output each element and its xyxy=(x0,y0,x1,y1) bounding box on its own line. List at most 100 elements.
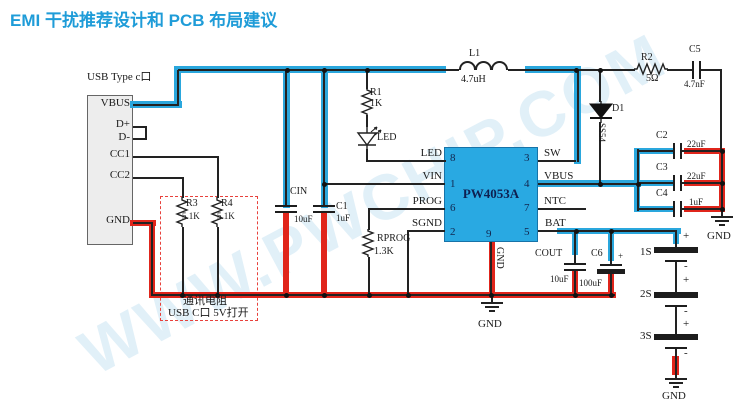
wire-segment xyxy=(639,150,673,152)
wire-segment xyxy=(721,211,723,216)
component-plate xyxy=(665,347,687,349)
value-c5: 4.7nF xyxy=(684,79,705,89)
label-r3: R3 xyxy=(186,198,198,209)
wire-segment xyxy=(574,231,576,263)
resistor-rprog-symbol xyxy=(361,229,375,262)
component-plate xyxy=(665,260,687,262)
chip-pin-number-9: 9 xyxy=(486,228,492,240)
wire-segment xyxy=(407,230,445,232)
component-plate xyxy=(673,143,675,159)
junction-dot xyxy=(609,293,614,298)
value-c2: 22uF xyxy=(687,139,706,149)
label-r1: R1 xyxy=(370,87,382,98)
component-plate xyxy=(692,61,694,79)
battery-plus-3: + xyxy=(683,318,690,330)
wire-segment xyxy=(675,231,677,247)
inductor-coil-hump xyxy=(459,61,476,70)
label-c1: C1 xyxy=(336,201,348,212)
wire-segment xyxy=(133,126,147,128)
ground-symbol-line xyxy=(715,220,729,222)
label-c2: C2 xyxy=(656,130,668,141)
wire-segment xyxy=(577,70,579,162)
pin-label-sgnd: SGND xyxy=(412,217,442,229)
usb-pin-dplus: D+ xyxy=(115,118,130,130)
wire-segment xyxy=(639,208,673,210)
junction-dot xyxy=(284,293,289,298)
resistor-r1-symbol xyxy=(360,88,374,121)
wire-segment xyxy=(177,70,179,106)
value-c6: 100uF xyxy=(579,278,603,288)
value-r2: 5Ω xyxy=(646,73,659,84)
wire-segment xyxy=(721,149,723,212)
battery-plus-2: + xyxy=(683,274,690,286)
chip-body-pw4053a xyxy=(444,147,538,242)
chip-pin-number-2: 2 xyxy=(450,226,456,238)
junction-dot xyxy=(180,293,185,298)
value-rprog: 1.3K xyxy=(374,246,394,257)
wire-segment xyxy=(610,273,612,296)
junction-dot xyxy=(489,293,494,298)
usb-pin-dminus: D- xyxy=(118,131,130,143)
junction-dot xyxy=(322,293,327,298)
usb-connector-label: USB Type c口 xyxy=(87,71,152,83)
label-c4: C4 xyxy=(656,188,668,199)
wire-segment xyxy=(145,126,147,140)
wire-segment xyxy=(490,242,492,294)
wire-segment xyxy=(324,183,445,185)
wire-segment xyxy=(133,138,147,140)
label-c5: C5 xyxy=(689,44,701,55)
polarity-c6: + xyxy=(618,251,624,261)
wire-segment xyxy=(217,156,219,198)
ground-symbol-line xyxy=(673,386,679,388)
component-plate xyxy=(654,334,698,340)
component-plate xyxy=(600,264,622,266)
wire-segment xyxy=(538,230,677,232)
wire-segment xyxy=(133,104,179,106)
pin-label-ntc: NTC xyxy=(544,195,566,207)
wire-segment xyxy=(407,230,409,294)
label-r2: R2 xyxy=(641,52,653,63)
battery-cell-2s-label: 2S xyxy=(640,288,652,300)
label-d1: D1 xyxy=(612,103,625,114)
diode-d1-symbol xyxy=(588,101,614,128)
wire-segment xyxy=(682,182,721,184)
comm-resistor-dashed-box xyxy=(160,196,258,321)
pin-label-prog: PROG xyxy=(412,195,442,207)
wire-segment xyxy=(366,160,446,162)
battery-minus-1: - xyxy=(684,260,688,272)
battery-minus-2: - xyxy=(684,305,688,317)
junction-dot xyxy=(406,293,411,298)
junction-dot xyxy=(573,293,578,298)
battery-cell-1s-label: 1S xyxy=(640,246,652,258)
value-r4: 5.1K xyxy=(217,211,235,221)
component-plate xyxy=(680,175,682,191)
junction-dot xyxy=(609,229,614,234)
wire-segment xyxy=(182,227,184,294)
junction-dot xyxy=(322,182,327,187)
label-l1: L1 xyxy=(469,48,481,59)
wire-segment xyxy=(323,70,325,205)
junction-dot xyxy=(720,149,725,154)
pin-label-bat: BAT xyxy=(545,217,566,229)
pin-label-led: LED xyxy=(420,147,442,159)
component-plate xyxy=(313,211,335,213)
chip-pin-number-6: 6 xyxy=(450,202,456,214)
usb-pin-vbus: VBUS xyxy=(100,97,130,109)
wire-segment xyxy=(682,150,721,152)
component-plate xyxy=(564,269,586,271)
resistor-r3-symbol xyxy=(175,197,189,232)
ground-symbol-line xyxy=(669,382,683,384)
wire-highlight-red xyxy=(283,213,289,295)
component-plate xyxy=(597,269,625,274)
value-c1: 1uF xyxy=(336,213,351,223)
chip-pin-number-7: 7 xyxy=(524,202,530,214)
wire-segment xyxy=(574,271,576,296)
label-c6: C6 xyxy=(591,248,603,259)
wire-segment xyxy=(368,208,370,230)
ground-symbol-line xyxy=(665,378,687,380)
component-plate xyxy=(654,292,698,298)
note-line2: USB C口 5V打开 xyxy=(168,307,249,319)
chip-pin-number-4: 4 xyxy=(524,178,530,190)
label-r4: R4 xyxy=(221,198,233,209)
